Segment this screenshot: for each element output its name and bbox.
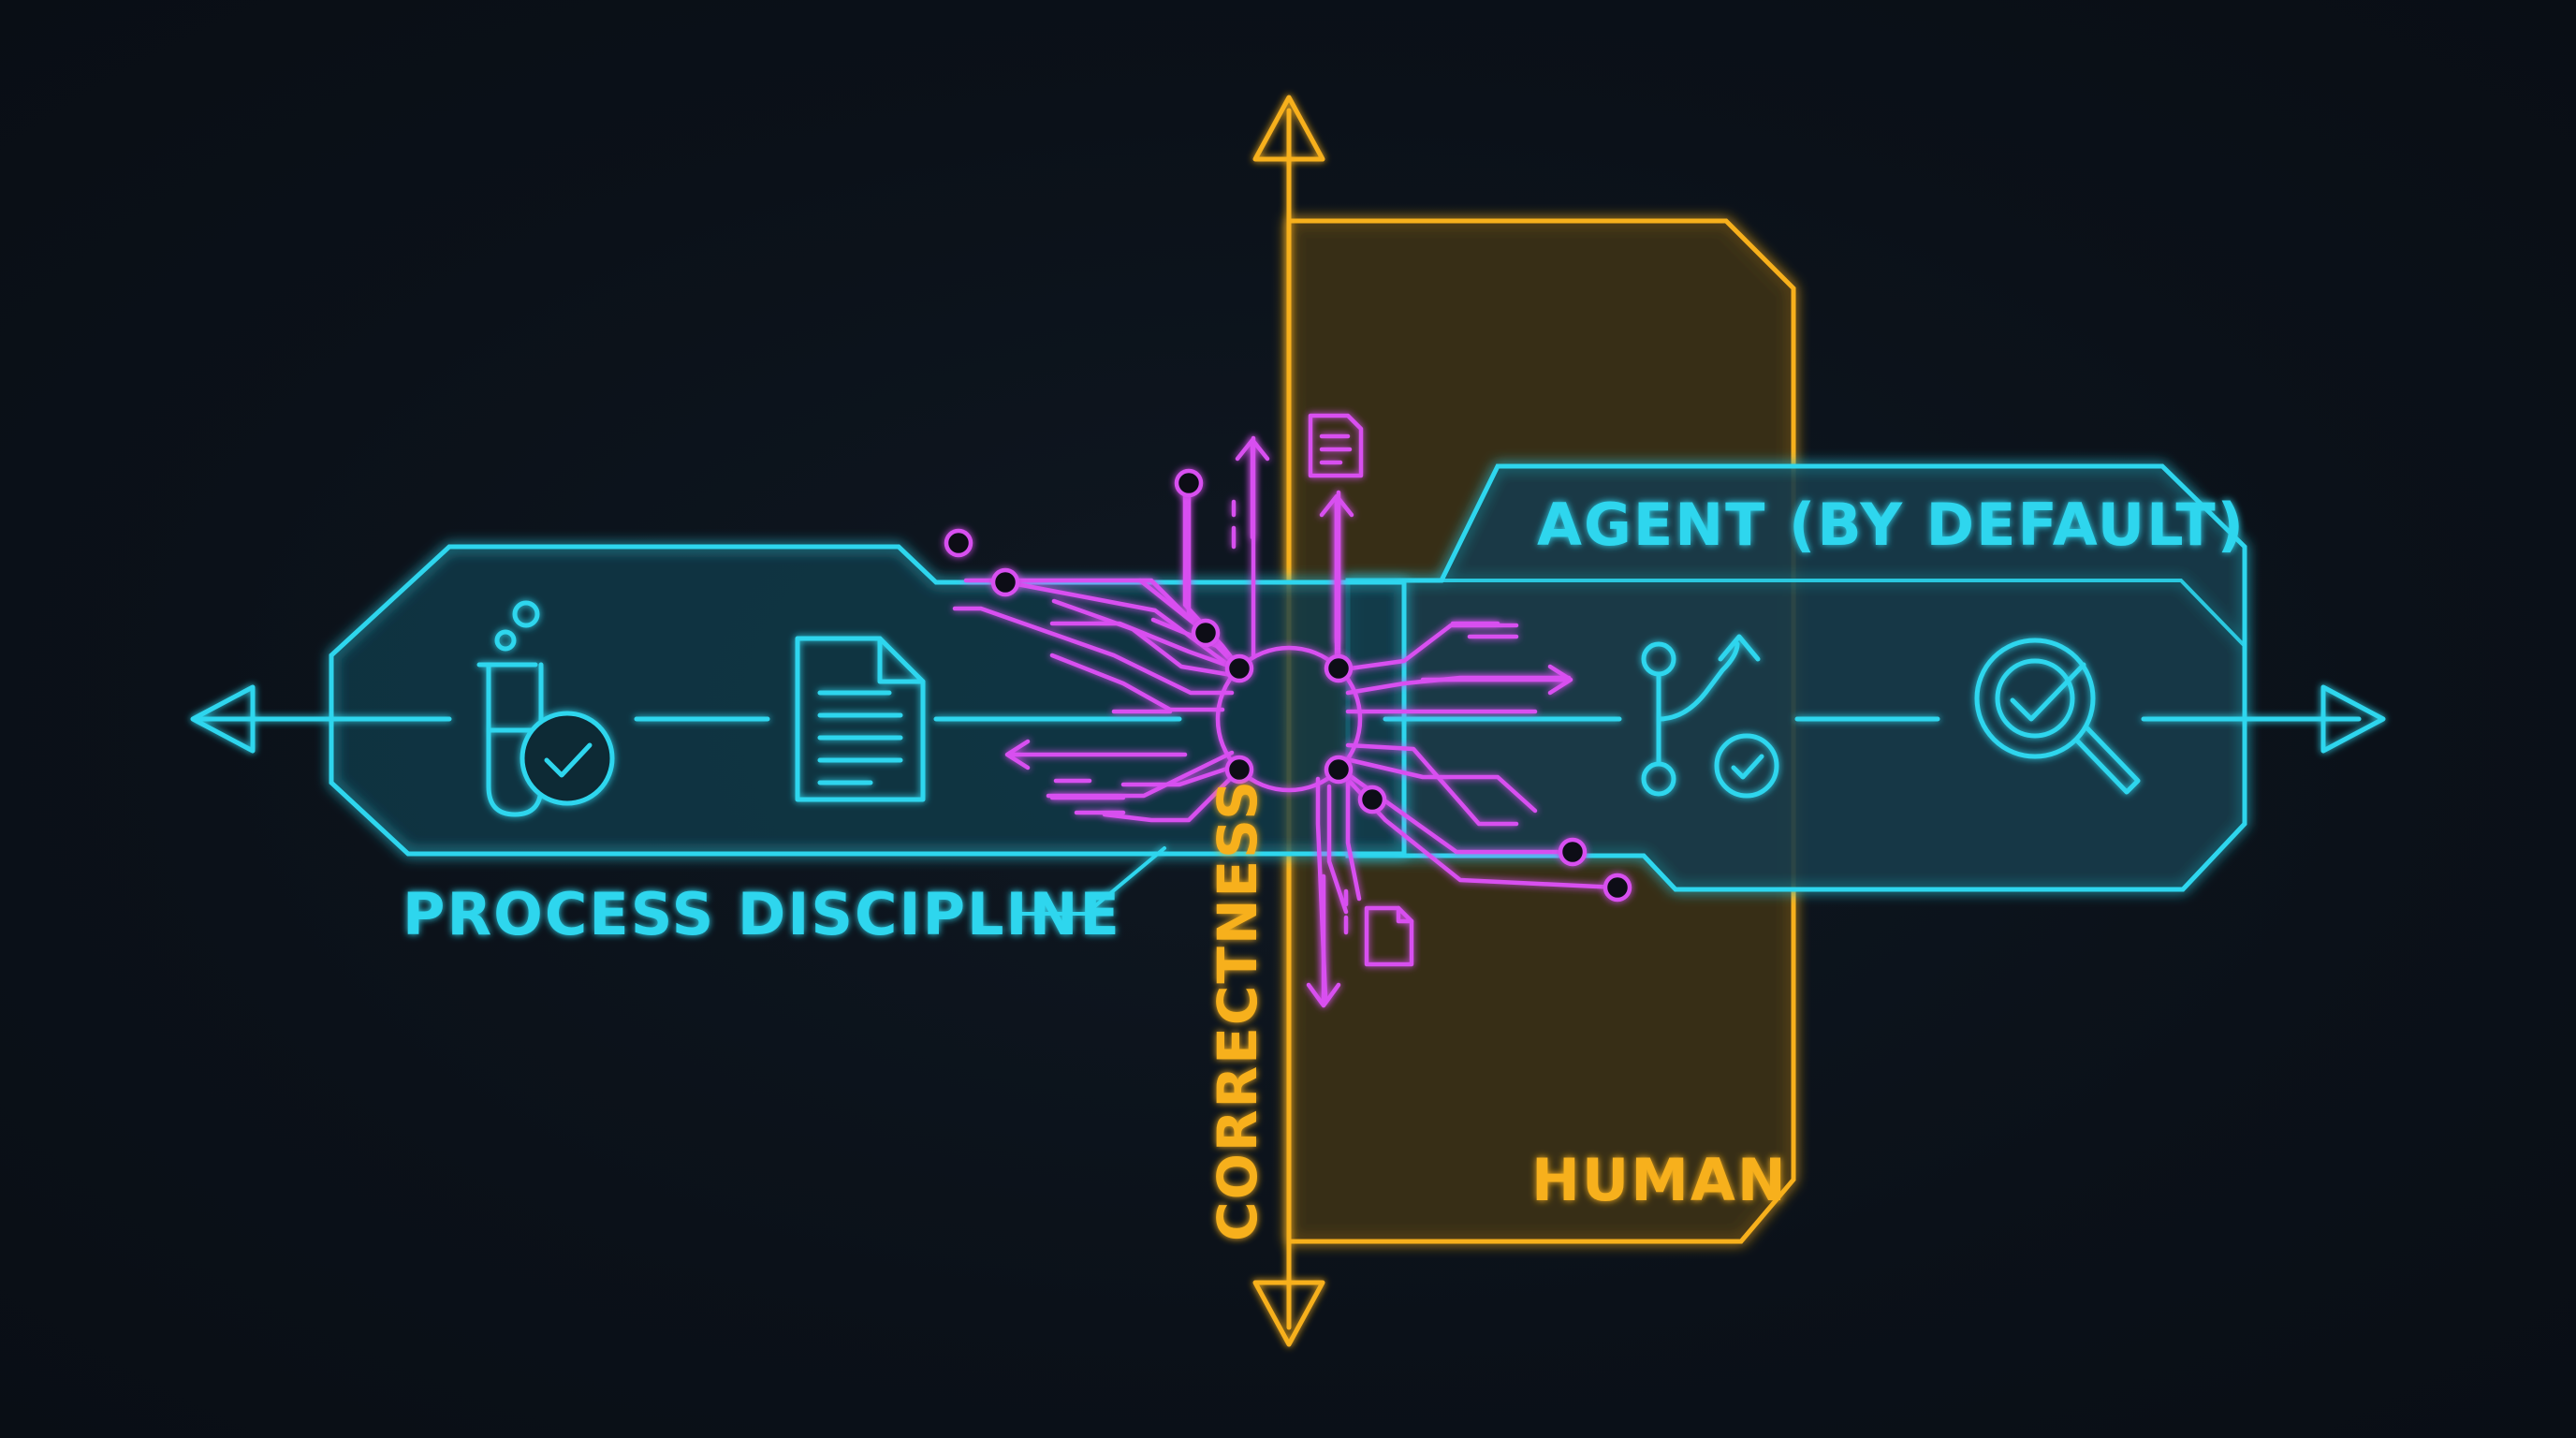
horizontal-axis — [190, 684, 2386, 754]
branch-merge-check-icon — [1641, 634, 1779, 799]
document-icon — [795, 636, 926, 802]
arrow-up-left — [1235, 437, 1270, 540]
human-label: HUMAN — [1531, 1146, 1788, 1214]
arrow-down — [1306, 873, 1341, 1008]
axis-arrow-up — [1252, 95, 1325, 162]
arrow-left — [1004, 739, 1188, 770]
agent-label: AGENT (BY DEFAULT) — [1537, 491, 2246, 559]
magnifier-check-icon — [1974, 638, 2141, 795]
process-label: PROCESS DISCIPLINE — [402, 880, 1121, 948]
circuit-arrows — [1004, 437, 1573, 1008]
horizontal-arrow-left — [190, 684, 256, 754]
horizontal-arrow-right — [2320, 684, 2386, 754]
arrow-right — [1420, 664, 1573, 696]
agent-band — [1345, 463, 2247, 892]
flask-check-icon — [476, 600, 615, 817]
file-icon-lower — [1364, 905, 1414, 967]
circuit-nodes — [944, 468, 1632, 902]
process-label-leader — [1018, 846, 1166, 916]
axis-arrow-down — [1252, 1280, 1325, 1347]
arrow-up-right — [1319, 493, 1354, 645]
correctness-label: CORRECTNESS — [1206, 779, 1269, 1241]
file-icon — [1308, 413, 1364, 478]
